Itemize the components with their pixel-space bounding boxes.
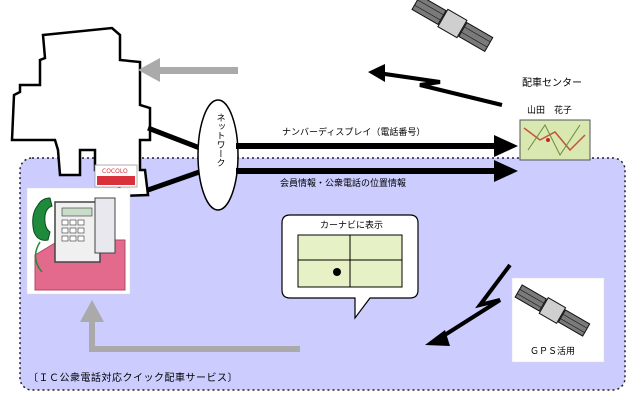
operator-name: 山田 花子 <box>527 107 572 116</box>
radio-signal-icon <box>378 73 502 105</box>
signal-arrowhead-upper <box>368 64 385 82</box>
gps-label: ＧＰＳ活用 <box>530 348 575 357</box>
gray-arrow-to-building <box>138 58 238 82</box>
satellite-icon <box>411 0 494 53</box>
network-label: ネットワーク <box>214 113 223 167</box>
card-brand-label: COCOLO <box>102 168 128 175</box>
upper-arrow-label: ナンバーディスプレイ（電話番号） <box>282 129 425 138</box>
car-navi-label: カーナビに表示 <box>320 222 383 231</box>
lower-arrow-label: 会員情報・公衆電話の位置情報 <box>280 180 406 189</box>
public-phone-icon <box>27 188 130 294</box>
phone-to-network-upper <box>148 128 205 150</box>
dispatch-map-screen <box>520 120 590 160</box>
dispatch-center-label: 配車センター <box>522 79 582 89</box>
service-title: 〔ＩＣ公衆電話対応クイック配車サービス〕 <box>28 374 238 384</box>
upper-arrow <box>236 135 518 157</box>
ic-phone-card: COCOLO <box>95 165 137 187</box>
